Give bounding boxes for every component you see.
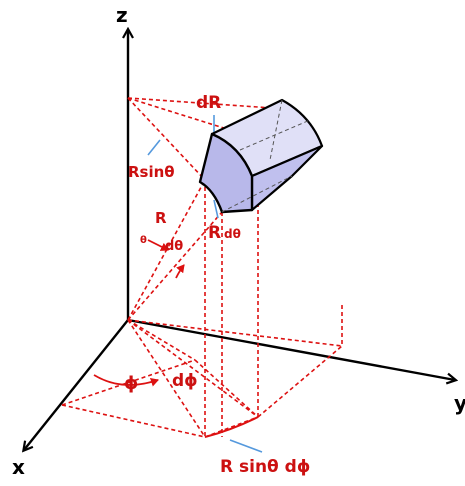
Rsintheta-label: Rsinθ (128, 163, 175, 181)
axes (24, 30, 455, 450)
base-diag-3 (194, 359, 259, 418)
base-radius-2 (127, 319, 259, 418)
y-axis (127, 318, 455, 380)
theta-arc (147, 239, 169, 251)
Rdtheta-R-label: R (208, 223, 221, 243)
upper-projection-line (127, 97, 206, 181)
base-radius-1 (127, 319, 206, 438)
Rsintheta-leader (147, 139, 161, 156)
theta-label: θ (140, 235, 147, 246)
Rdtheta-leader (213, 199, 219, 219)
phi-arc (93, 374, 159, 387)
base-to-x-point (61, 404, 206, 438)
x-axis (24, 319, 129, 450)
base-arc (204, 416, 259, 438)
y-axis-label: y (454, 391, 465, 415)
d-theta-label: dθ (165, 239, 183, 254)
volume-element (198, 98, 324, 214)
base-short-1 (127, 319, 343, 347)
R-label: R (155, 209, 167, 227)
d-theta-arc (175, 264, 185, 279)
volume-front-face (198, 132, 254, 214)
dR-label: dR (196, 93, 221, 113)
x-axis-label: x (12, 455, 25, 479)
base-short-2 (257, 345, 343, 418)
angle-arcs (93, 239, 185, 387)
hidden-edge-2 (269, 99, 283, 161)
d-phi-label: dϕ (172, 371, 198, 391)
upper-projection-line-2 (127, 97, 263, 141)
hidden-edge-3 (239, 119, 311, 151)
Rdtheta-d-label: dθ (224, 227, 241, 241)
R-sintheta-dphi-label: R sinθ dϕ (220, 457, 310, 477)
top-projection-line (127, 97, 273, 109)
Rsintheta-dphi-leader (229, 439, 263, 453)
radius-line-2 (127, 211, 223, 321)
hidden-edge-1 (221, 175, 293, 213)
phi-label: ϕ (124, 373, 138, 394)
z-axis-label: z (116, 3, 128, 27)
base-diag-2 (61, 359, 196, 406)
base-diag-1 (127, 319, 196, 361)
